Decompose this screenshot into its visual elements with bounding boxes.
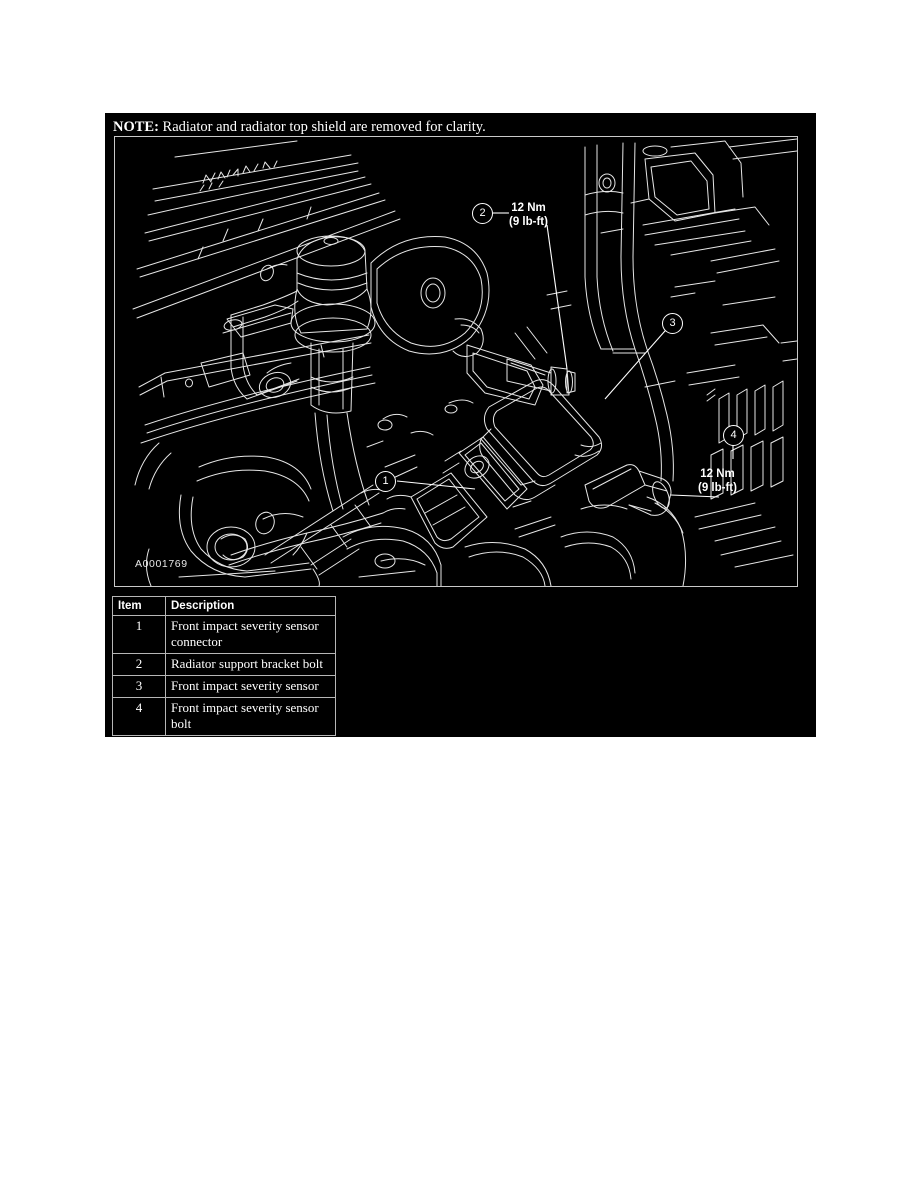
illustration-content-panel: NOTE: Radiator and radiator top shield a…	[105, 113, 816, 737]
legend-table: Item Description 1 Front impact severity…	[112, 596, 336, 736]
torque-alt-2: (9 lb-ft)	[509, 216, 548, 228]
table-row: 4 Front impact severity sensor bolt	[112, 697, 336, 736]
callout-bubble-3: 3	[662, 313, 683, 334]
figure-id: A0001769	[135, 558, 188, 570]
legend-body: 1 Front impact severity sensor connector…	[112, 615, 336, 736]
note-line: NOTE: Radiator and radiator top shield a…	[113, 117, 803, 137]
table-row: 3 Front impact severity sensor	[112, 675, 336, 698]
torque-value-2: 12 Nm	[511, 202, 546, 214]
table-row: 1 Front impact severity sensor connector	[112, 615, 336, 654]
illustration-linework	[115, 137, 797, 586]
legend-item-number: 3	[112, 675, 166, 698]
legend-item-number: 1	[112, 615, 166, 654]
technical-illustration: 2 12 Nm (9 lb-ft) 3 4 12 Nm (9 lb-ft) 1 …	[114, 136, 798, 587]
table-row: 2 Radiator support bracket bolt	[112, 653, 336, 676]
legend-header-row: Item Description	[112, 596, 336, 616]
legend-item-description: Front impact severity sensor connector	[165, 615, 336, 654]
legend-item-description: Radiator support bracket bolt	[165, 653, 336, 676]
legend-item-number: 2	[112, 653, 166, 676]
torque-alt-4: (9 lb-ft)	[698, 482, 737, 494]
torque-value-4: 12 Nm	[700, 468, 735, 480]
legend-header-description: Description	[165, 596, 336, 616]
note-label: NOTE:	[113, 119, 159, 135]
legend-header-item: Item	[112, 596, 166, 616]
legend-item-description: Front impact severity sensor	[165, 675, 336, 698]
legend-table-wrapper: Item Description 1 Front impact severity…	[112, 596, 336, 736]
callout-bubble-4: 4	[723, 425, 744, 446]
torque-label-2: 12 Nm (9 lb-ft)	[509, 201, 548, 229]
legend-item-description: Front impact severity sensor bolt	[165, 697, 336, 736]
legend-item-number: 4	[112, 697, 166, 736]
callout-bubble-2: 2	[472, 203, 493, 224]
note-text: Radiator and radiator top shield are rem…	[158, 119, 486, 135]
callout-bubble-1: 1	[375, 471, 396, 492]
torque-label-4: 12 Nm (9 lb-ft)	[698, 467, 737, 495]
